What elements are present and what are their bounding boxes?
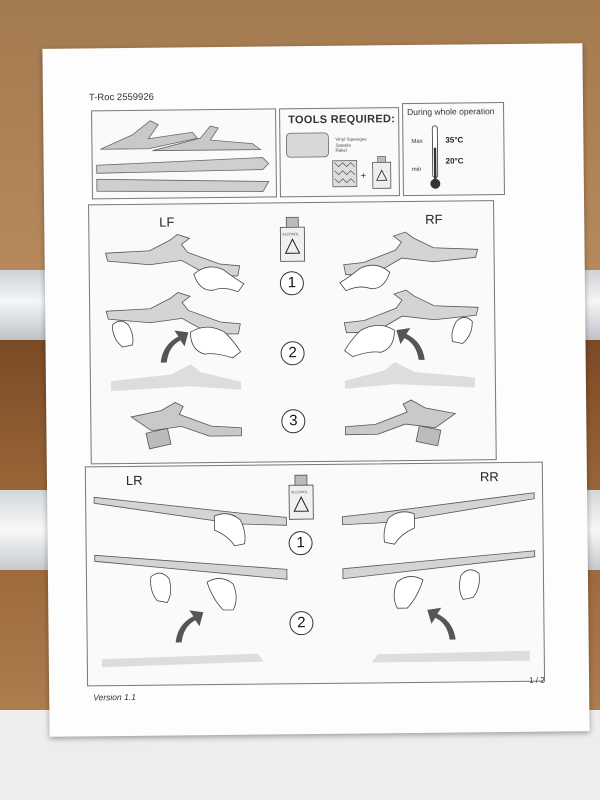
parts-overview-panel: [91, 108, 277, 200]
alcohol-bottle-label: ALCOHOL: [291, 490, 308, 495]
svg-text:+: +: [361, 170, 366, 180]
version-label: Version 1.1: [93, 691, 136, 703]
arrow-up-icon: [160, 330, 189, 363]
hand-drawing: [383, 511, 415, 545]
arrow-up-icon: [175, 610, 204, 643]
hand-drawing: [459, 569, 480, 600]
step-number-1: 1: [279, 271, 305, 296]
product-code: T-Roc 2559926: [88, 91, 154, 104]
alcohol-bottle-icon: [372, 161, 392, 189]
page-number: 1 / 2: [529, 675, 545, 685]
step-number-2: 2: [289, 611, 314, 636]
alcohol-bottle-label: ALCOHOL: [282, 232, 300, 237]
thermometer-icon: [430, 125, 441, 189]
squeegee-icon: [285, 132, 329, 158]
parts-overview-drawing: [96, 120, 270, 192]
squeegee-icon: [145, 427, 172, 450]
rear-section-drawings: [93, 474, 536, 668]
temperature-panel: During whole operation Max min 35°C 20°C: [402, 102, 505, 197]
arrow-up-icon: [396, 328, 425, 360]
front-section-drawings: [105, 216, 479, 450]
hand-drawing: [193, 266, 245, 293]
hand-drawing: [393, 576, 424, 609]
arrow-up-icon: [427, 607, 456, 640]
hand-drawing: [189, 326, 242, 359]
step-number-3: 3: [281, 409, 306, 434]
hand-drawing: [451, 317, 473, 344]
step-number-1: 1: [288, 531, 313, 556]
front-doors-section: LF RF: [88, 200, 497, 465]
tools-panel: TOOLS REQUIRED: + Vinyl Squeegee Spatula…: [279, 107, 400, 198]
instruction-sheet: T-Roc 2559926 TOOLS REQUIRED: + Vinyl Sq…: [42, 43, 590, 737]
tools-list: Vinyl Squeegee Spatula Rakel: [335, 136, 367, 153]
hand-drawing: [206, 578, 237, 611]
hand-drawing: [150, 572, 172, 604]
tool-item: Vinyl Squeegee: [335, 136, 367, 142]
hand-drawing: [111, 320, 134, 348]
hand-drawing: [339, 264, 391, 292]
step-number-2: 2: [280, 341, 305, 366]
hand-drawing: [344, 324, 395, 358]
hand-drawing: [213, 513, 246, 547]
tools-drawing: +: [285, 132, 392, 189]
squeegee-icon: [415, 425, 442, 447]
rear-doors-section: LR RR ALCOHOL 1: [84, 461, 546, 687]
tool-item: Rakel: [335, 147, 348, 153]
